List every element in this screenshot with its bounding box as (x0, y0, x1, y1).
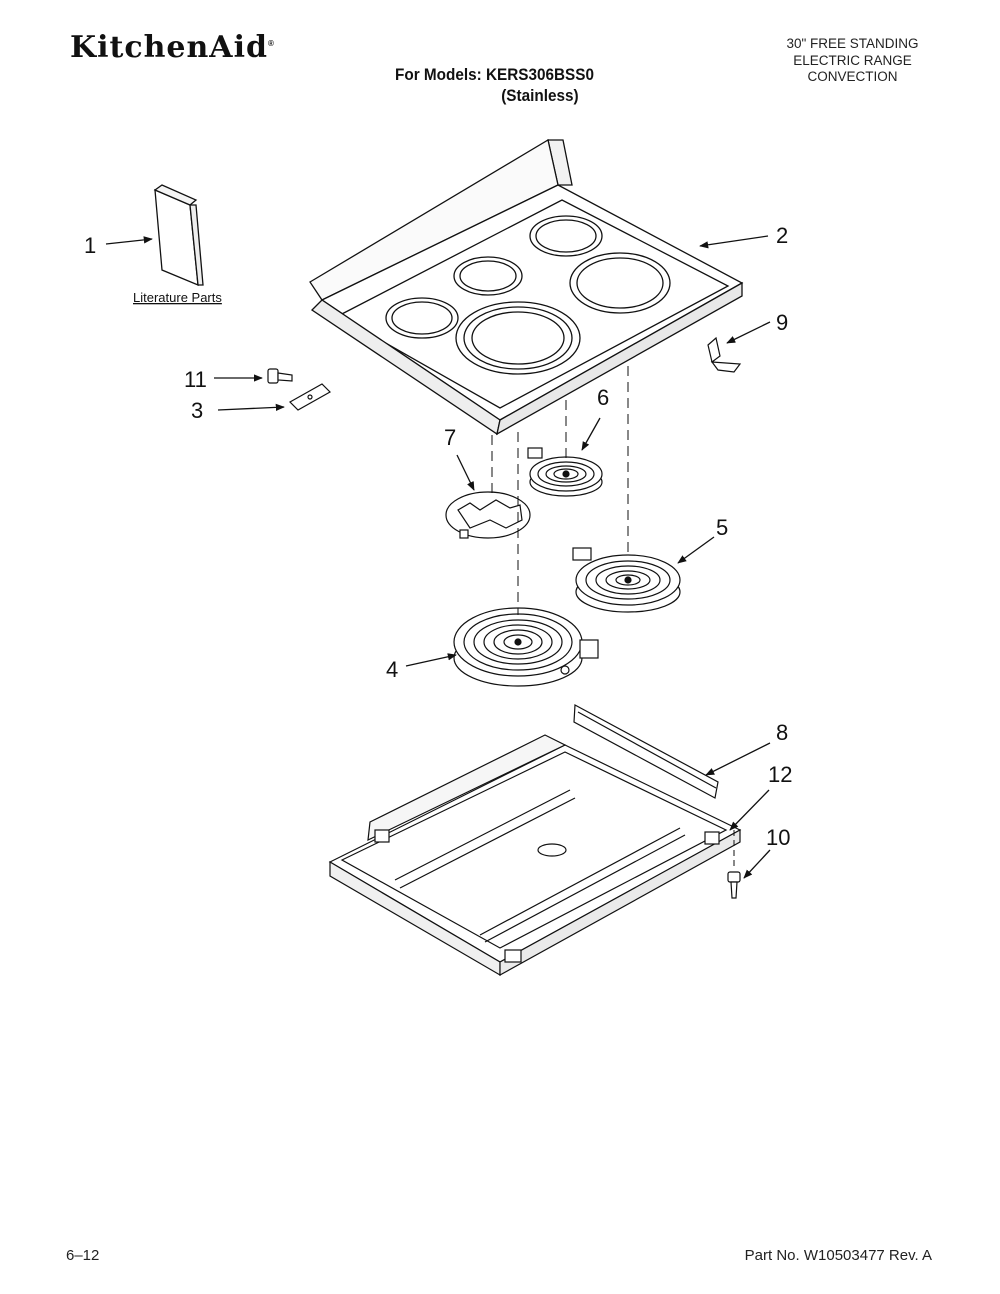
callout-2: 2 (776, 223, 788, 248)
surface-element-part-5 (572, 547, 681, 613)
part-number: Part No. W10503477 Rev. A (744, 1247, 932, 1264)
alignment-lines (491, 366, 629, 615)
callout-8: 8 (776, 720, 788, 745)
model-heading: For Models: KERS306BSS0 (Stainless) (395, 64, 594, 106)
callout-1: 1 (84, 233, 96, 258)
literature-parts-label: Literature Parts (133, 290, 222, 305)
bracket-part-3 (289, 383, 331, 411)
callout-11: 11 (184, 367, 207, 392)
product-description: 30" FREE STANDING ELECTRIC RANGE CONVECT… (760, 36, 945, 86)
models-line-1: For Models: KERS306BSS0 (395, 65, 594, 84)
callout-7: 7 (444, 425, 456, 450)
callout-5: 5 (716, 515, 728, 540)
cooktop-glass-assembly (309, 138, 744, 436)
models-line-2: (Stainless) (501, 86, 579, 105)
callout-3: 3 (191, 398, 203, 423)
brand-logo: KitchenAid® (70, 30, 275, 65)
page-range: 6–12 (66, 1247, 100, 1264)
surface-element-part-4 (453, 607, 599, 687)
description-line-2: ELECTRIC RANGE (793, 52, 912, 68)
screw-part-10 (727, 871, 741, 899)
literature-parts-booklet (153, 184, 204, 287)
screw-part-11 (267, 368, 293, 384)
callout-6: 6 (597, 385, 609, 410)
description-line-3: CONVECTION (807, 69, 898, 84)
callout-10: 10 (766, 825, 790, 850)
element-shield-part-7 (445, 491, 531, 539)
registered-mark: ® (267, 39, 275, 48)
callout-12: 12 (768, 762, 792, 787)
clip-part-9 (707, 336, 742, 373)
callout-4: 4 (386, 657, 398, 682)
brand-name: KitchenAid (70, 30, 268, 65)
rear-rail-part-8 (573, 704, 719, 799)
surface-element-part-6 (527, 447, 603, 497)
description-line-1: 30" FREE STANDING (786, 36, 919, 51)
cooktop-support-frame (328, 734, 742, 977)
leader-arrows (105, 235, 771, 879)
callout-9: 9 (776, 310, 788, 335)
